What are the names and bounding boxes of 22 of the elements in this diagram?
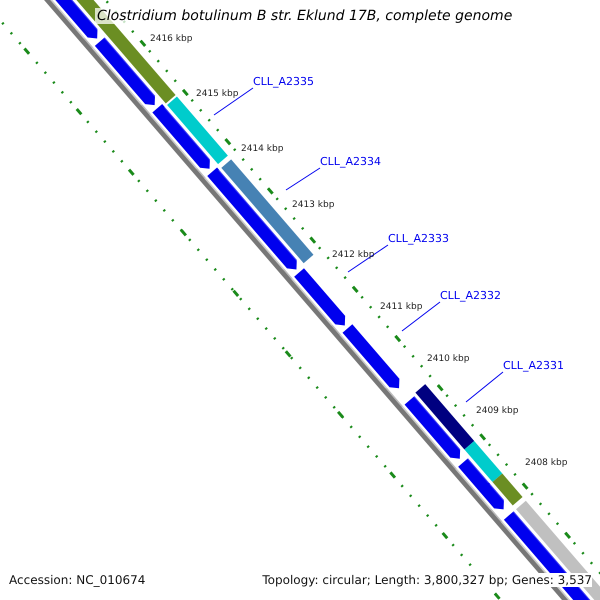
genome-stats-text: Topology: circular; Length: 3,800,327 bp; Genes: 3,537 (262, 573, 592, 587)
accession-text: Accession: NC_010674 (9, 573, 146, 587)
gene-label: CLL_A2333 (388, 232, 449, 245)
scale-label: 2410 kbp (427, 354, 470, 364)
scale-label: 2414 kbp (241, 144, 284, 154)
leader-line (402, 302, 440, 332)
gene-label: CLL_A2334 (320, 155, 381, 168)
leader-line (466, 372, 504, 402)
scale-label: 2409 kbp (476, 406, 518, 416)
leader-line (348, 244, 388, 272)
scale-label: 2412 kbp (332, 250, 374, 260)
genome-title: Clostridium botulinum B str. Eklund 17B, complete genome (95, 8, 514, 24)
leader-line (286, 168, 320, 190)
scale-label: 2411 kbp (380, 302, 422, 312)
scale-label: 2416 kbp (150, 34, 192, 44)
scale-label: 2413 kbp (292, 200, 334, 210)
gene-label: CLL_A2335 (253, 75, 314, 88)
scale-label: 2408 kbp (525, 458, 568, 468)
scale-label: 2415 kbp (196, 89, 238, 99)
gene-label: CLL_A2331 (503, 359, 564, 372)
gene-label: CLL_A2332 (440, 289, 501, 302)
leader-line (214, 88, 254, 116)
